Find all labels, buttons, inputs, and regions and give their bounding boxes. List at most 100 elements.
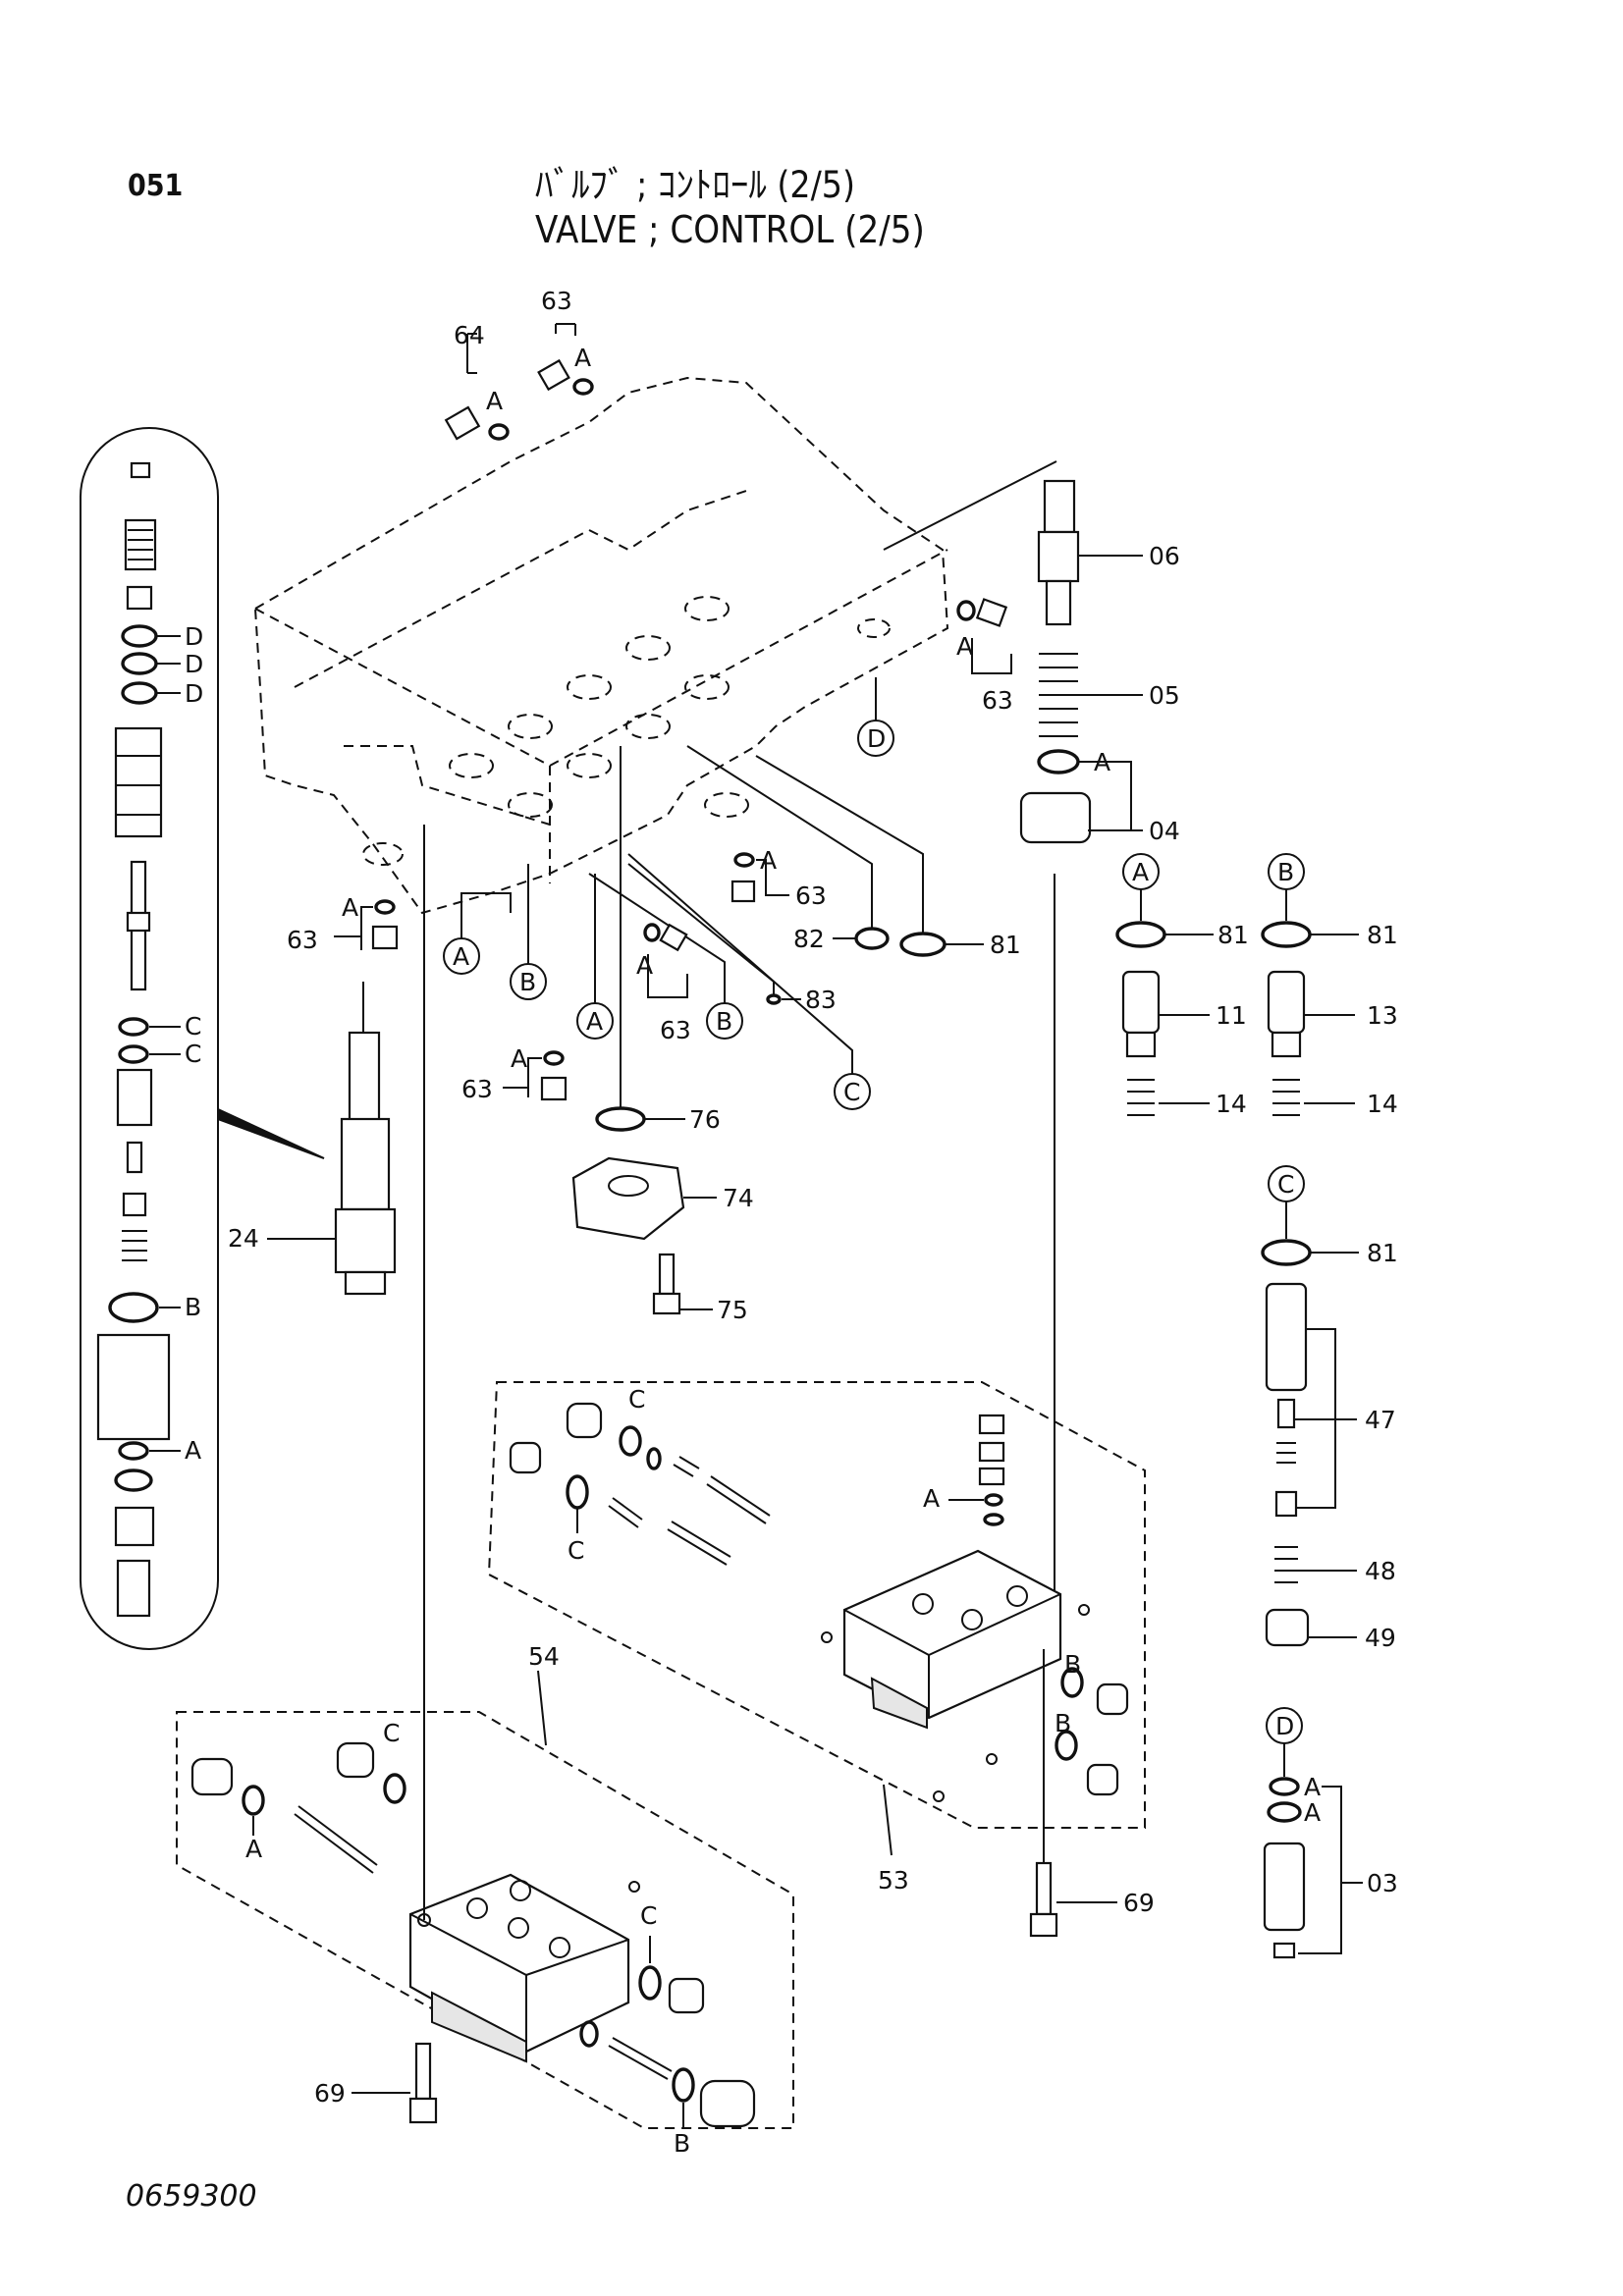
svg-text:A: A — [923, 1484, 940, 1513]
group-c-right: C 81 47 48 49 — [1261, 1165, 1398, 1652]
svg-text:69: 69 — [314, 2079, 346, 2108]
part-24-spool-valve: 24 — [228, 982, 397, 1296]
parts-54 — [190, 1741, 756, 2128]
svg-text:13: 13 — [1367, 1001, 1398, 1030]
svg-text:A: A — [453, 942, 469, 971]
label-63-lower: 63 — [461, 1075, 493, 1103]
o-ring-82: 82 — [686, 745, 890, 953]
svg-text:B: B — [1064, 1650, 1081, 1679]
sub-assembly-54: A C C B 54 — [176, 825, 794, 2158]
plug-63-lower: A 63 — [461, 1044, 568, 1103]
svg-text:83: 83 — [805, 986, 837, 1014]
svg-text:81: 81 — [1367, 1239, 1398, 1267]
code-a-63-lower: A — [511, 1044, 527, 1073]
label-63-mid: 63 — [795, 881, 827, 910]
label-53: 53 — [878, 1866, 909, 1895]
code-a-04: A — [1094, 748, 1110, 776]
svg-text:C: C — [640, 1901, 657, 1930]
parts-53 — [509, 1402, 1129, 1802]
svg-text:D: D — [1275, 1712, 1294, 1740]
label-63-right: 63 — [982, 686, 1013, 715]
part-06: 06 — [883, 460, 1180, 626]
plug-63-mid: A 63 — [730, 846, 827, 910]
inset-code-c1: C — [185, 1012, 201, 1041]
part-05-spring: 05 — [1039, 653, 1180, 737]
svg-text:B: B — [1277, 858, 1294, 886]
label-63-left: 63 — [287, 926, 318, 954]
svg-text:76: 76 — [689, 1105, 721, 1134]
page-number: 051 — [128, 169, 184, 203]
marker-a-1: A — [443, 892, 512, 975]
svg-text:B: B — [674, 2129, 690, 2158]
o-ring-76: 76 — [595, 746, 721, 1134]
marker-b-2: B — [588, 873, 743, 1040]
marker-a-2: A — [576, 874, 614, 1040]
inset-code-b: B — [185, 1293, 201, 1321]
inset-code-d1: D — [185, 622, 203, 651]
svg-text:14: 14 — [1216, 1090, 1247, 1118]
svg-text:14: 14 — [1367, 1090, 1398, 1118]
part-04-plug: A 04 — [1019, 748, 1180, 845]
o-ring-81-body: 81 — [755, 755, 1021, 959]
label-04: 04 — [1149, 817, 1180, 845]
marker-d-body: D — [857, 677, 894, 757]
svg-text:47: 47 — [1365, 1406, 1396, 1434]
code-a-63-right: A — [956, 632, 973, 661]
spool-assembly-inset: D D D C C B A — [80, 427, 325, 1650]
label-63-center: 63 — [660, 1016, 691, 1044]
label-63-top: 63 — [541, 287, 572, 315]
svg-text:B: B — [716, 1007, 732, 1036]
svg-text:81: 81 — [990, 931, 1021, 959]
inset-frame — [80, 427, 219, 1650]
svg-text:03: 03 — [1367, 1869, 1398, 1897]
bolt-75: 75 — [652, 1253, 748, 1324]
svg-text:A: A — [1304, 1798, 1321, 1827]
svg-text:C: C — [568, 1536, 584, 1565]
plug-63-top: 63 A — [537, 287, 594, 396]
svg-text:A: A — [586, 1007, 603, 1036]
bolt-69-left: 69 — [314, 2042, 438, 2124]
inset-code-c2: C — [185, 1040, 201, 1068]
svg-text:82: 82 — [793, 925, 825, 953]
group-d-right: D A A 03 — [1263, 1707, 1398, 1959]
code-a-63-left: A — [342, 893, 358, 922]
title-english: VALVE ; CONTROL (2/5) — [535, 208, 925, 251]
block-74: 74 — [571, 1156, 754, 1241]
svg-text:D: D — [867, 724, 886, 753]
group-b-right: B 81 13 14 — [1261, 853, 1398, 1118]
plug-63-right: A 63 — [956, 598, 1013, 715]
group-a-right: A 81 11 14 — [1115, 853, 1249, 1118]
title-japanese: ﾊﾞﾙﾌﾞ ; ｺﾝﾄﾛｰﾙ (2/5) — [535, 164, 855, 206]
svg-text:69: 69 — [1123, 1889, 1155, 1917]
code-a-64: A — [486, 387, 503, 415]
svg-text:B: B — [1055, 1709, 1071, 1737]
code-a-63-mid: A — [760, 846, 777, 875]
marker-c-1: C — [627, 853, 871, 1110]
svg-text:75: 75 — [717, 1296, 748, 1324]
svg-text:C: C — [628, 1385, 645, 1414]
sub-assembly-53: C C A B B 53 — [487, 874, 1146, 1895]
svg-text:C: C — [383, 1719, 400, 1747]
plug-63-left: A 63 — [287, 893, 399, 954]
inset-code-d3: D — [185, 679, 203, 708]
svg-text:11: 11 — [1216, 1001, 1247, 1030]
bolt-69-right: 69 — [1029, 1649, 1155, 1938]
svg-text:C: C — [843, 1078, 860, 1106]
svg-text:B: B — [519, 968, 536, 996]
svg-text:48: 48 — [1365, 1557, 1396, 1585]
svg-text:81: 81 — [1367, 921, 1398, 949]
code-a-63-top: A — [574, 344, 591, 372]
plug-64: 64 A — [444, 321, 510, 441]
drawing-number: 0659300 — [126, 2179, 257, 2214]
label-05: 05 — [1149, 681, 1180, 710]
svg-text:74: 74 — [723, 1184, 754, 1212]
inset-parts — [96, 461, 171, 1618]
inset-code-a: A — [185, 1436, 201, 1465]
marker-b-1: B — [510, 864, 547, 1000]
svg-text:A: A — [245, 1835, 262, 1863]
label-54: 54 — [528, 1642, 560, 1671]
o-ring-83: 83 — [627, 863, 837, 1014]
svg-text:49: 49 — [1365, 1624, 1396, 1652]
